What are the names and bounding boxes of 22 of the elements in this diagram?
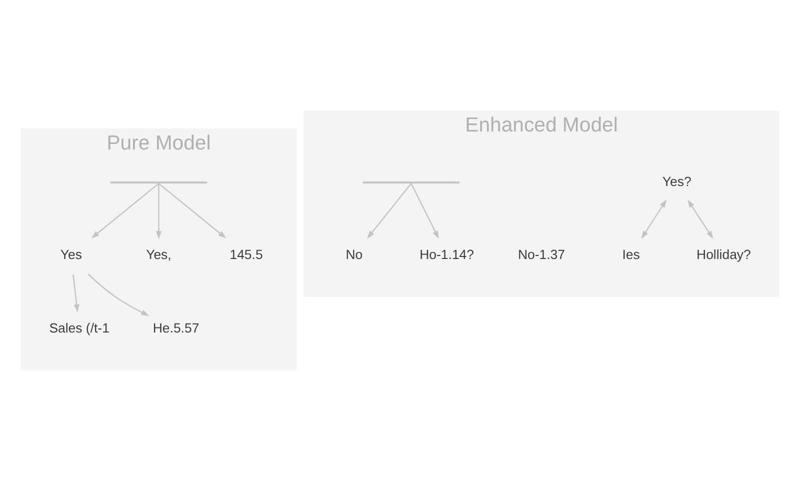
node-text: Yes? <box>662 173 692 188</box>
node-text: Yes, <box>146 246 172 262</box>
arrow <box>410 182 439 238</box>
arrow <box>88 273 150 316</box>
node-text: Yes <box>60 246 82 262</box>
arrow <box>158 182 226 238</box>
node-text: Sales (/t-1 <box>49 320 110 336</box>
arrow <box>72 274 80 312</box>
node-text: Ies <box>622 246 640 262</box>
arrow <box>156 183 162 239</box>
node-bar <box>362 180 460 183</box>
arrow <box>91 182 160 238</box>
node-text: No <box>346 246 363 262</box>
arrow <box>641 199 667 238</box>
node-text: He.5.57 <box>152 320 200 336</box>
node-text: Holliday? <box>696 246 751 262</box>
label: No-1.37 <box>518 246 566 262</box>
node-bar <box>110 180 208 183</box>
arrow <box>367 182 412 238</box>
arrow <box>687 199 714 238</box>
node-text: Ho-1.14? <box>420 246 474 262</box>
node-text: 145.5 <box>230 246 263 262</box>
